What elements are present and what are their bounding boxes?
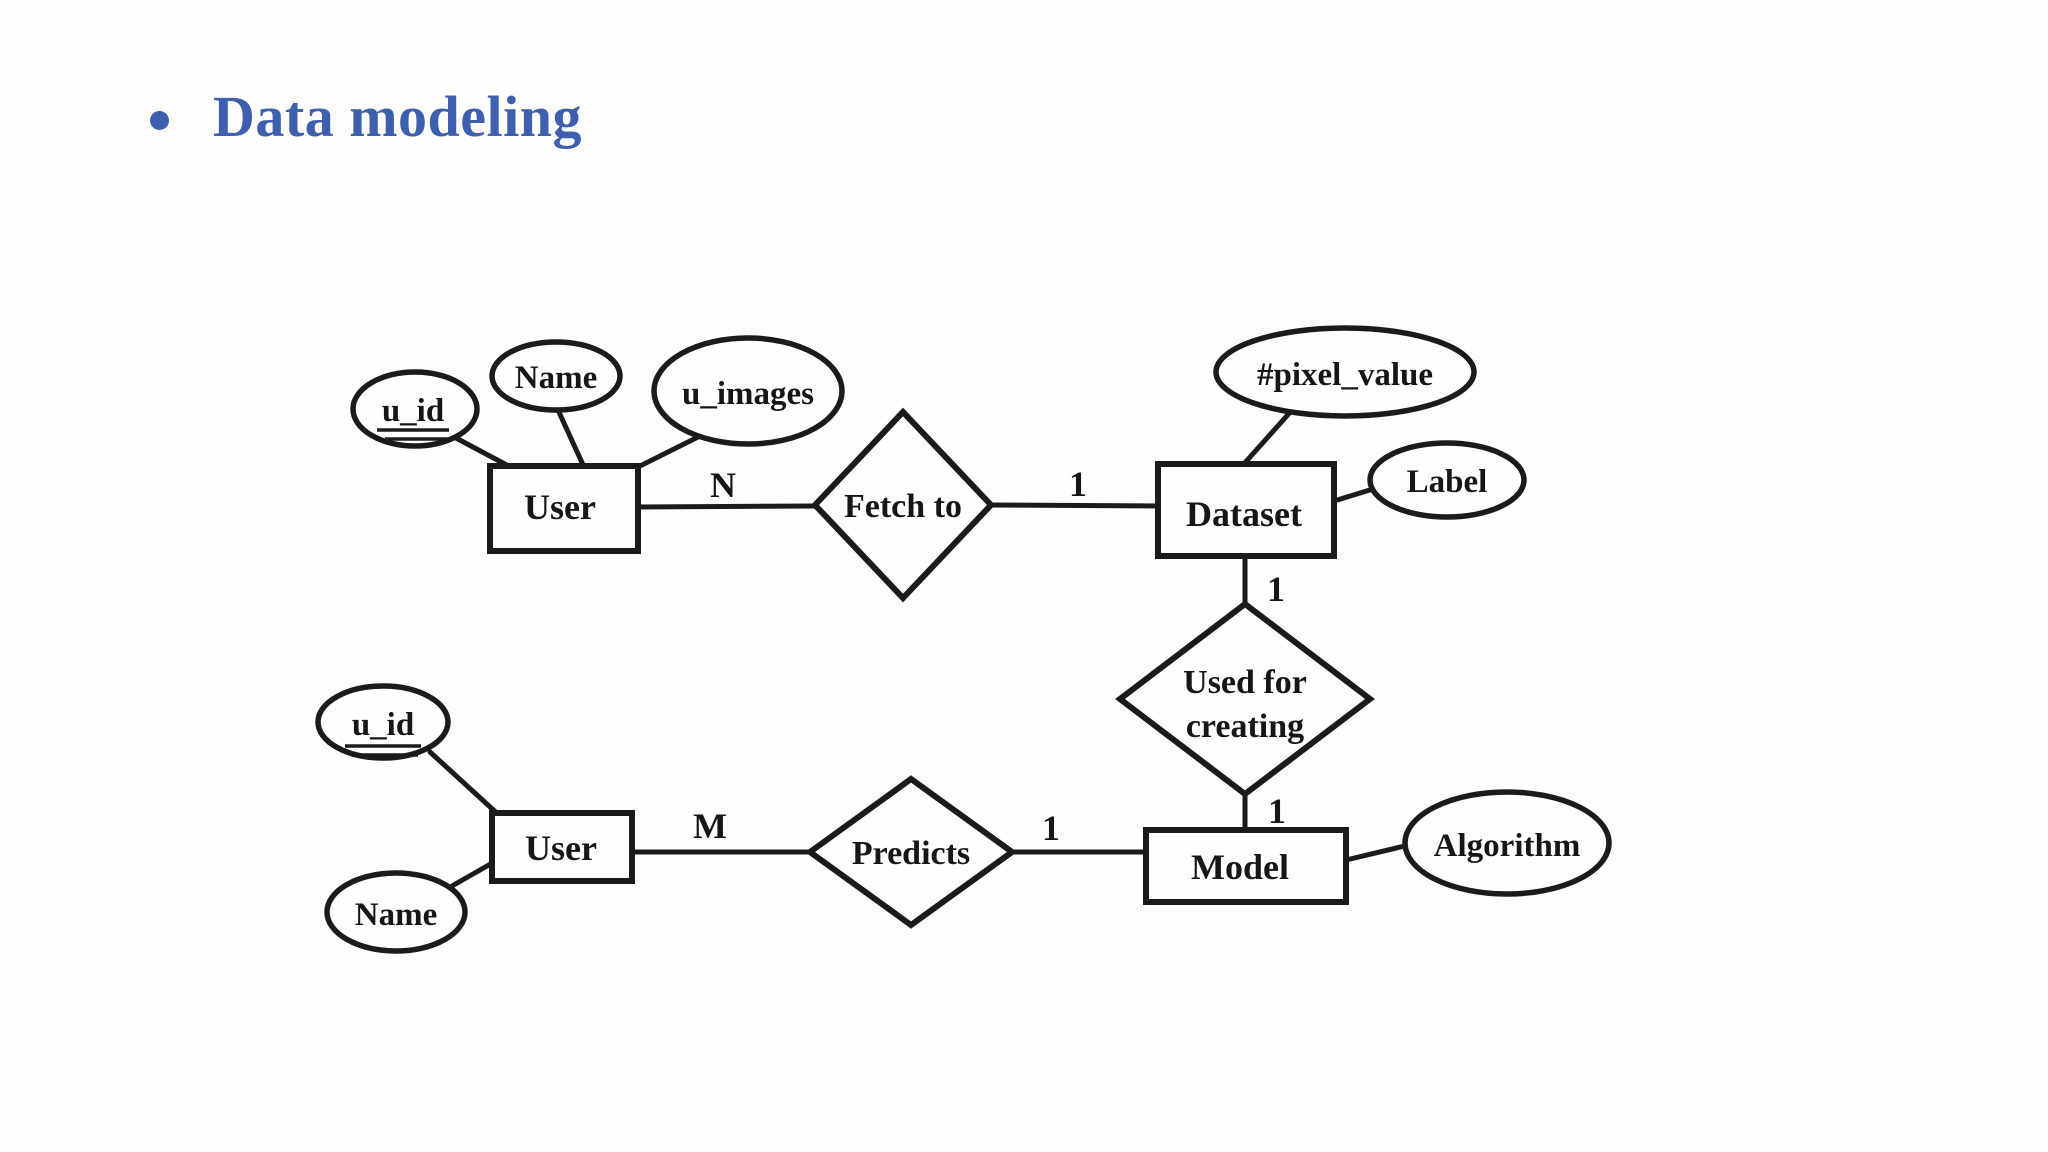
relationship-fetch-to-label: Fetch to — [844, 488, 962, 525]
relationship-used-for-creating-label-line2: creating — [1186, 708, 1304, 745]
relationship-predicts-diamond — [804, 775, 1018, 929]
attribute-u-id-bottom-ellipse — [315, 683, 451, 761]
attribute-u-id-bottom-label: u_id — [352, 707, 414, 743]
page-title: Data modeling — [213, 84, 582, 149]
relationship-used-for-creating-diamond — [1115, 600, 1375, 798]
attribute-algorithm-ellipse — [1402, 789, 1612, 897]
attribute-u-id-top-ellipse — [350, 369, 480, 449]
cardinality-fetch-to-dataset: 1 — [1069, 464, 1087, 504]
entity-user-top-label: User — [524, 487, 596, 527]
relationship-used-for-creating-label-line1: Used for — [1183, 664, 1307, 701]
cardinality-dataset-used-for: 1 — [1267, 569, 1285, 609]
connector-name-top-to-user-top — [555, 407, 587, 470]
entity-model-label: Model — [1191, 847, 1289, 887]
cardinality-predicts-model: 1 — [1042, 808, 1060, 848]
attribute-name-top-ellipse — [489, 339, 623, 413]
attribute-label-label: Label — [1407, 464, 1488, 500]
connector-user-top-to-fetch-to — [635, 503, 819, 510]
connector-u-images-to-user-top — [629, 433, 703, 473]
entity-user-bottom-label: User — [525, 828, 597, 868]
connector-pixel-value-to-dataset — [1239, 406, 1296, 469]
bullet-icon — [150, 111, 169, 130]
attribute-label-ellipse — [1367, 440, 1527, 520]
slide-title-row: Data modeling — [150, 84, 582, 150]
attribute-name-bottom-label: Name — [355, 897, 437, 933]
attribute-algorithm-label: Algorithm — [1434, 828, 1581, 864]
connector-name-bottom-to-user-bottom — [449, 859, 497, 889]
connector-u-id-bottom-to-user-bottom — [427, 749, 503, 819]
attribute-u-id-top-label: u_id — [382, 393, 444, 429]
entity-user-top-box — [487, 463, 641, 554]
attribute-name-bottom-ellipse — [324, 870, 468, 954]
cardinality-used-for-model: 1 — [1268, 791, 1286, 831]
connector-label-to-dataset — [1331, 486, 1376, 504]
cardinality-user-top-fetch-to: N — [710, 465, 736, 505]
connector-model-to-algorithm — [1343, 842, 1412, 863]
attribute-name-top-label: Name — [515, 360, 597, 396]
attribute-u-images-label: u_images — [682, 376, 814, 412]
entity-user-bottom-box — [489, 810, 635, 884]
entity-model-box — [1143, 827, 1349, 905]
relationship-predicts-label: Predicts — [852, 835, 970, 872]
attribute-u-images-ellipse — [651, 335, 845, 447]
connector-fetch-to-to-dataset — [987, 502, 1161, 509]
cardinality-user-bottom-predicts: M — [693, 806, 727, 846]
attribute-pixel-value-label: #pixel_value — [1257, 357, 1433, 393]
entity-dataset-label: Dataset — [1186, 494, 1302, 534]
relationship-fetch-to-diamond — [810, 407, 996, 603]
attribute-pixel-value-ellipse — [1213, 325, 1477, 419]
entity-dataset-box — [1155, 461, 1337, 559]
